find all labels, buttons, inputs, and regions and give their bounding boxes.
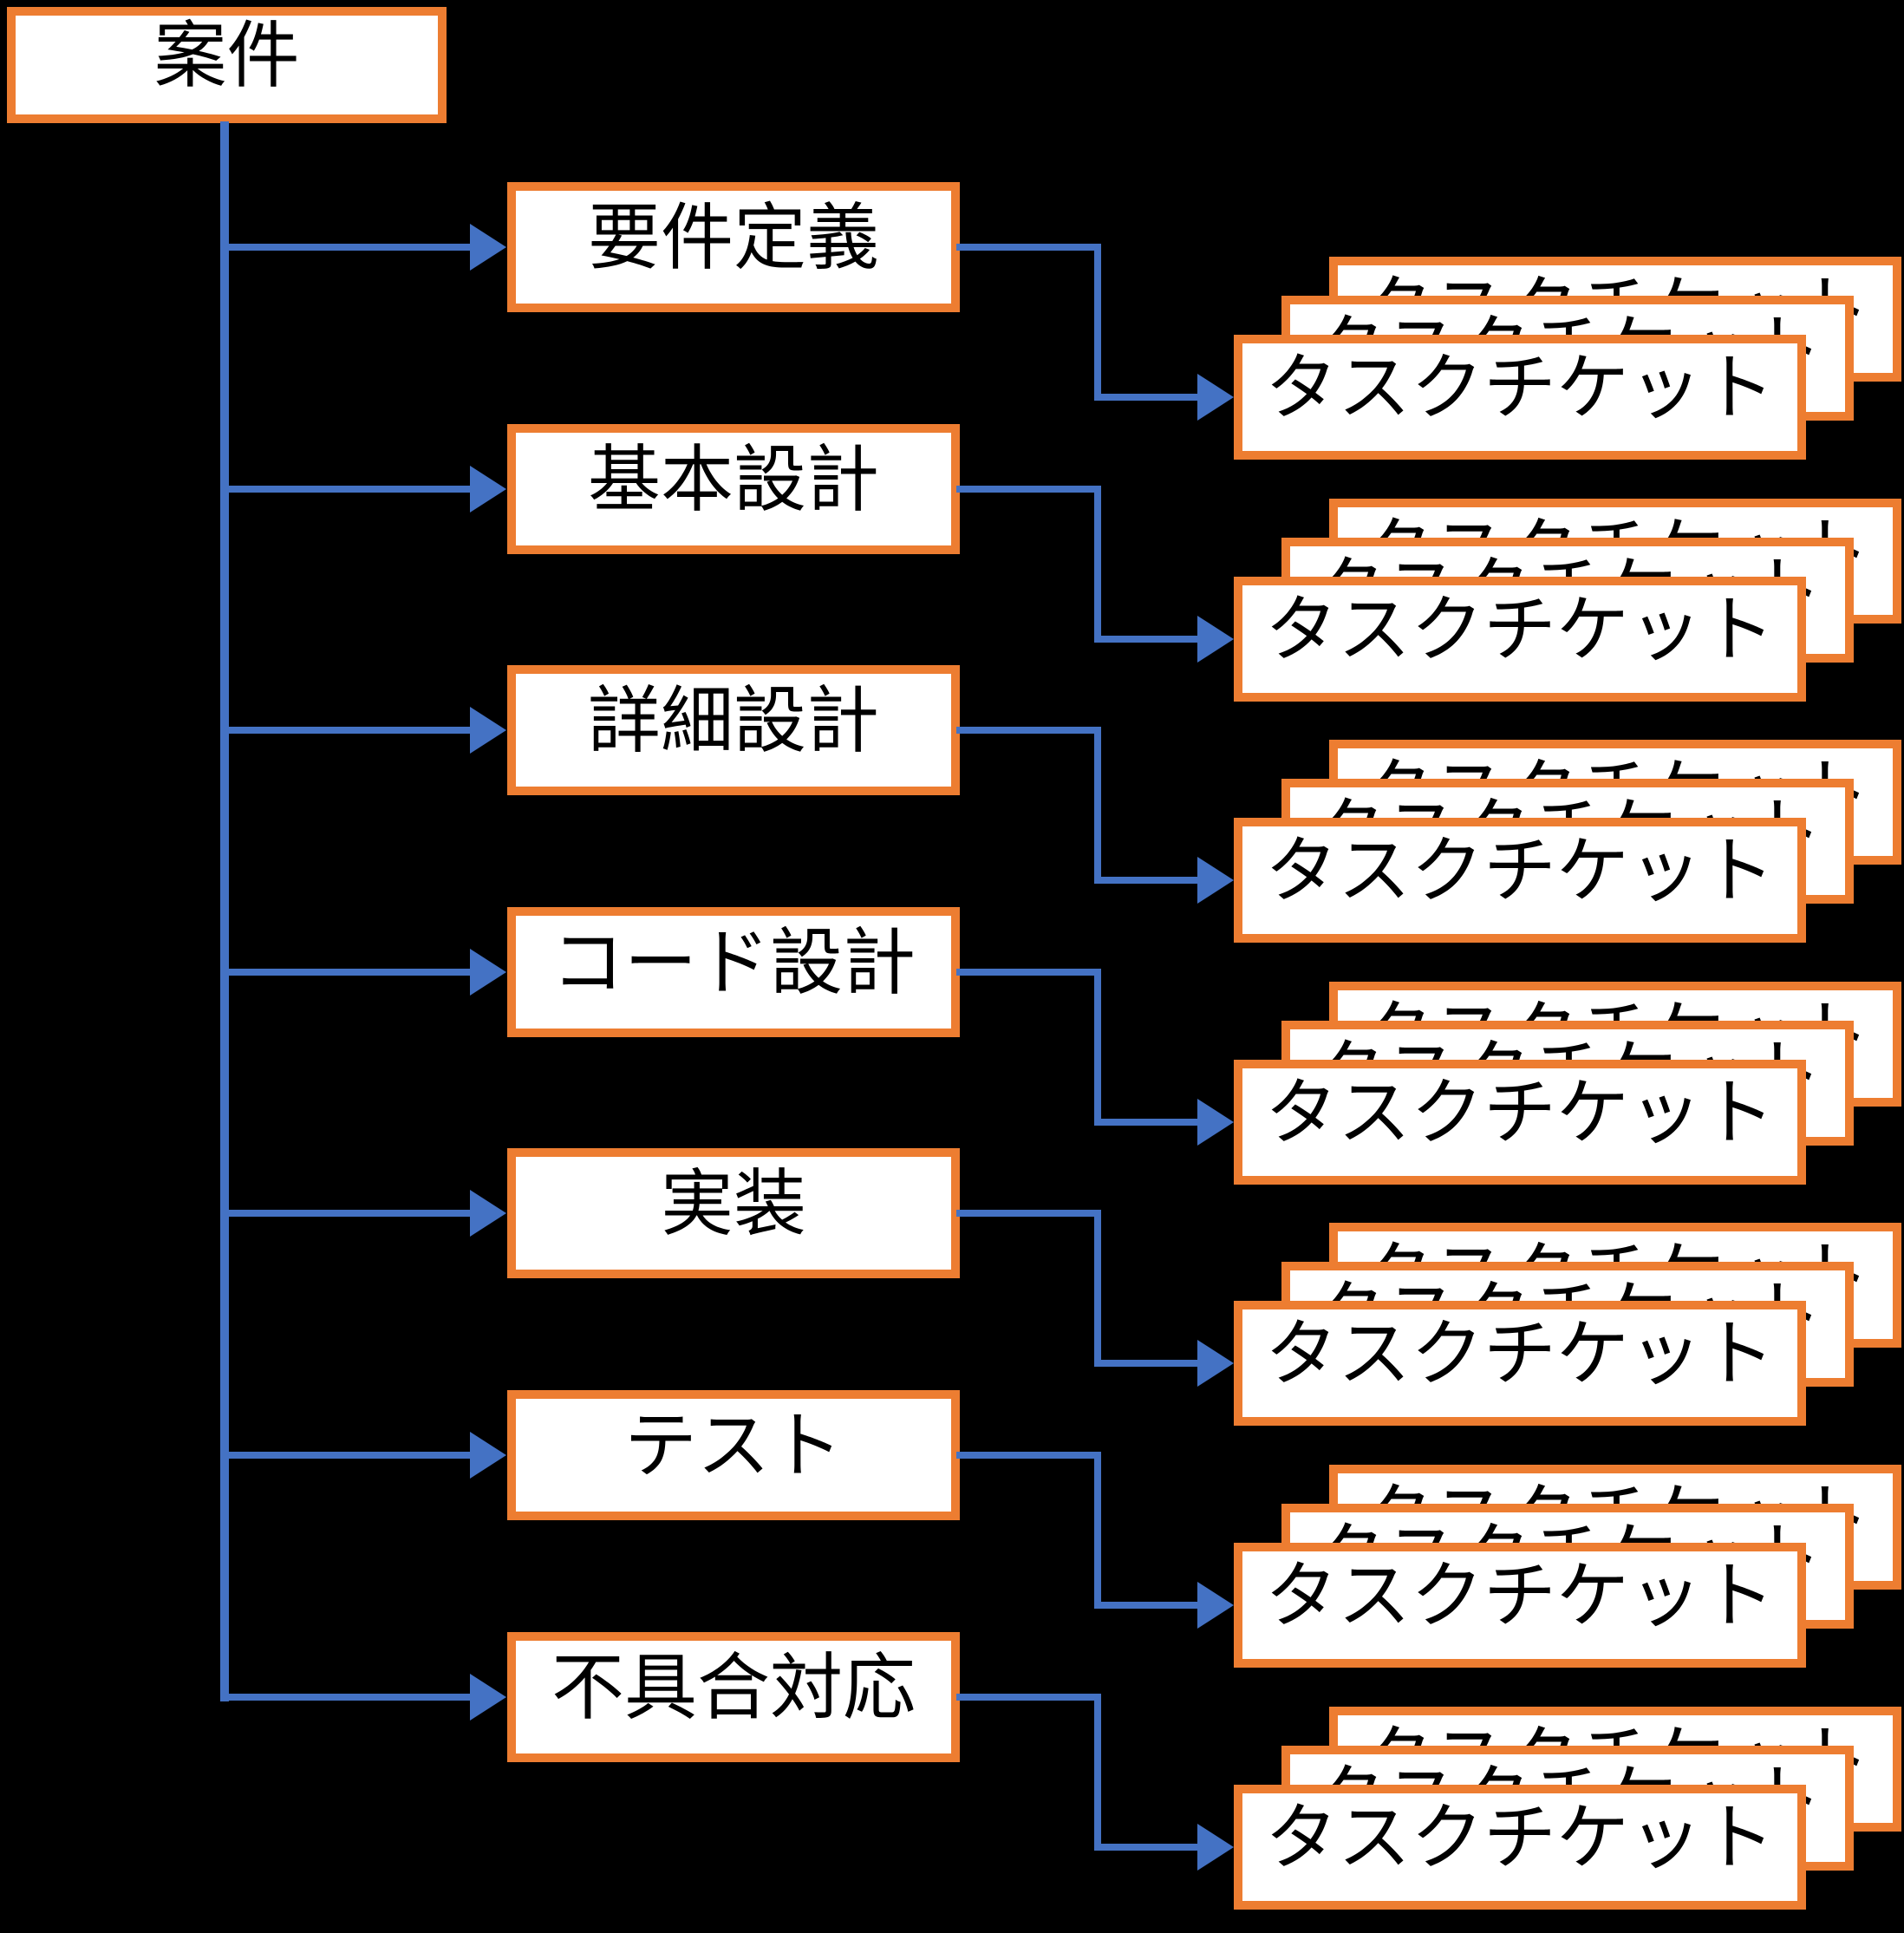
phase-node-label: 要件定義 xyxy=(587,195,879,280)
connector-arrowhead-icon xyxy=(1197,1582,1234,1629)
connector-horizontal-1 xyxy=(956,1452,1101,1459)
ticket-node: タスクチケット xyxy=(1234,1301,1806,1426)
connector-vertical xyxy=(1094,244,1101,401)
branch-line xyxy=(222,1452,472,1459)
ticket-node-label: タスクチケット xyxy=(1264,345,1775,430)
connector-arrowhead-icon xyxy=(1197,616,1234,663)
connector-horizontal-1 xyxy=(956,1210,1101,1217)
ticket-node-label: タスクチケット xyxy=(1264,587,1775,672)
branch-arrowhead-icon xyxy=(470,707,506,754)
connector-horizontal-2 xyxy=(1094,877,1197,884)
branch-line xyxy=(222,969,472,976)
ticket-node-label: タスクチケット xyxy=(1264,1070,1775,1155)
connector-horizontal-2 xyxy=(1094,1844,1197,1851)
branch-arrowhead-icon xyxy=(470,1190,506,1237)
connector-horizontal-1 xyxy=(956,1694,1101,1701)
phase-node-1: 基本設計 xyxy=(507,424,960,554)
ticket-node: タスクチケット xyxy=(1234,1060,1806,1185)
branch-arrowhead-icon xyxy=(470,949,506,996)
root-node: 案件 xyxy=(7,7,447,123)
branch-line xyxy=(222,244,472,251)
connector-horizontal-1 xyxy=(956,969,1101,976)
ticket-node: タスクチケット xyxy=(1234,1785,1806,1910)
branch-arrowhead-icon xyxy=(470,466,506,513)
phase-node-label: コード設計 xyxy=(551,920,916,1005)
phase-node-0: 要件定義 xyxy=(507,182,960,312)
trunk-line xyxy=(220,121,229,1701)
ticket-node: タスクチケット xyxy=(1234,335,1806,460)
branch-arrowhead-icon xyxy=(470,224,506,271)
connector-vertical xyxy=(1094,486,1101,643)
connector-horizontal-2 xyxy=(1094,1119,1197,1126)
ticket-node-label: タスクチケット xyxy=(1264,1311,1775,1396)
branch-line xyxy=(222,486,472,493)
connector-horizontal-2 xyxy=(1094,636,1197,643)
ticket-node-label: タスクチケット xyxy=(1264,828,1775,913)
phase-node-label: 基本設計 xyxy=(587,437,879,522)
phase-node-3: コード設計 xyxy=(507,907,960,1037)
ticket-node-label: タスクチケット xyxy=(1264,1553,1775,1638)
branch-line xyxy=(222,1694,472,1701)
phase-node-6: 不具合対応 xyxy=(507,1632,960,1762)
ticket-node: タスクチケット xyxy=(1234,1543,1806,1668)
connector-arrowhead-icon xyxy=(1197,857,1234,904)
phase-node-label: 詳細設計 xyxy=(587,678,879,763)
connector-arrowhead-icon xyxy=(1197,1824,1234,1871)
phase-node-label: テスト xyxy=(623,1403,843,1488)
connector-vertical xyxy=(1094,1694,1101,1851)
connector-vertical xyxy=(1094,1210,1101,1367)
branch-arrowhead-icon xyxy=(470,1674,506,1721)
connector-horizontal-1 xyxy=(956,486,1101,493)
branch-line xyxy=(222,727,472,734)
connector-horizontal-1 xyxy=(956,727,1101,734)
connector-horizontal-2 xyxy=(1094,1602,1197,1609)
connector-arrowhead-icon xyxy=(1197,374,1234,421)
phase-node-2: 詳細設計 xyxy=(507,665,960,795)
ticket-node: タスクチケット xyxy=(1234,577,1806,702)
phase-node-4: 実装 xyxy=(507,1148,960,1278)
ticket-node: タスクチケット xyxy=(1234,818,1806,943)
connector-arrowhead-icon xyxy=(1197,1340,1234,1387)
connector-arrowhead-icon xyxy=(1197,1099,1234,1146)
phase-node-5: テスト xyxy=(507,1390,960,1520)
connector-horizontal-1 xyxy=(956,244,1101,251)
connector-horizontal-2 xyxy=(1094,394,1197,401)
connector-vertical xyxy=(1094,969,1101,1126)
phase-node-label: 実装 xyxy=(660,1161,806,1246)
phase-node-label: 不具合対応 xyxy=(551,1645,916,1730)
root-node-label: 案件 xyxy=(153,13,300,98)
branch-arrowhead-icon xyxy=(470,1432,506,1479)
connector-vertical xyxy=(1094,727,1101,884)
connector-horizontal-2 xyxy=(1094,1360,1197,1367)
connector-vertical xyxy=(1094,1452,1101,1609)
ticket-node-label: タスクチケット xyxy=(1264,1795,1775,1880)
branch-line xyxy=(222,1210,472,1217)
